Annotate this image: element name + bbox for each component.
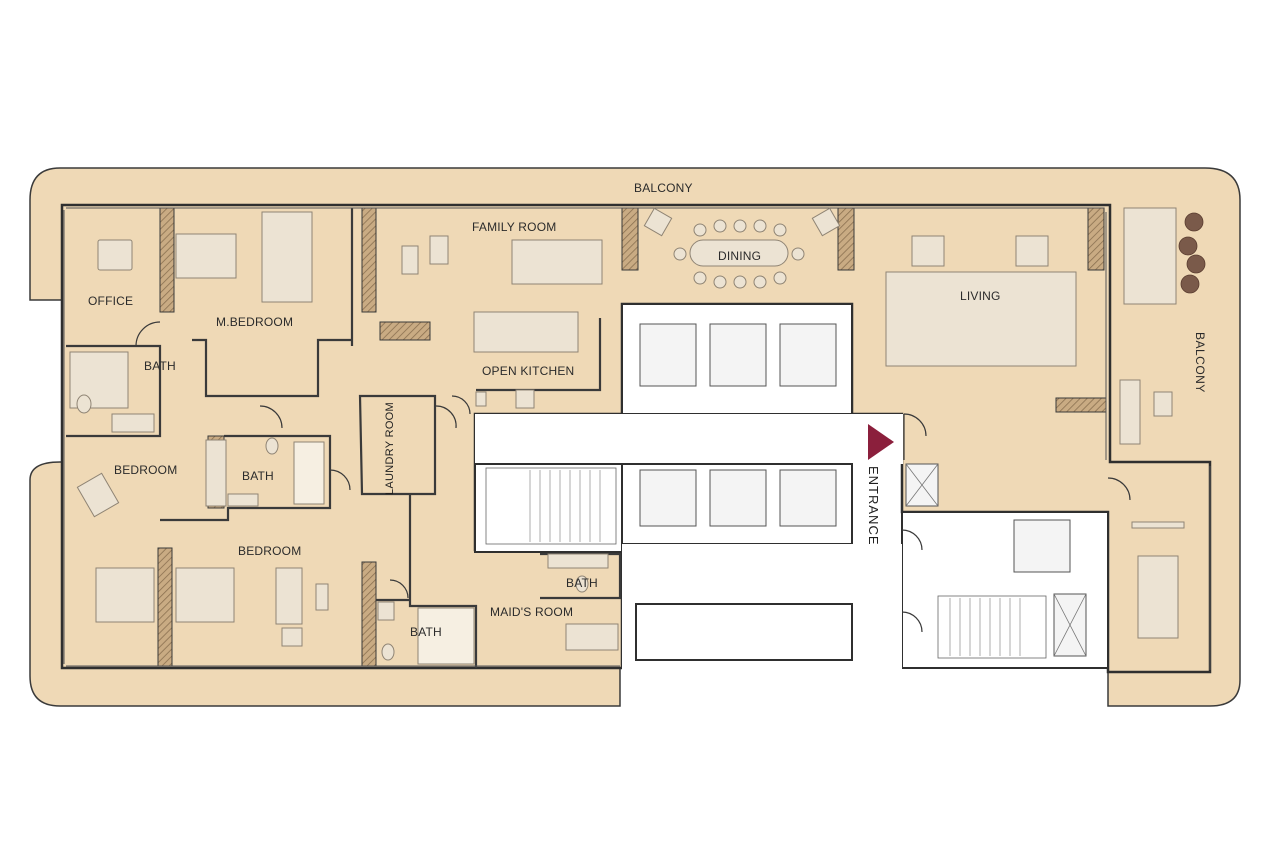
- dining-table-icon: [689, 239, 789, 267]
- furniture: [69, 207, 1185, 665]
- label-master-bedroom: M.BEDROOM: [216, 315, 294, 329]
- stair-icon: [485, 467, 1047, 659]
- toilet-icon: [381, 643, 395, 661]
- label-bedroom-left: BEDROOM: [114, 463, 178, 477]
- stove-icon: [515, 389, 535, 409]
- label-entrance: ENTRANCE: [866, 466, 881, 546]
- dining-chairs: [673, 219, 805, 289]
- toilet-icon: [76, 394, 92, 414]
- label-bath-bedroom: BATH: [242, 469, 274, 483]
- entrance-arrow-icon: [868, 424, 894, 460]
- label-maids-room: MAID'S ROOM: [490, 605, 574, 619]
- window-glazing: [63, 207, 1211, 670]
- sofa-icon: [885, 271, 1077, 367]
- bed-icon: [175, 567, 235, 623]
- toilet-icon: [575, 575, 589, 593]
- label-bath-master: BATH: [144, 359, 176, 373]
- sofa-icon: [275, 567, 303, 625]
- balcony-slab: [29, 167, 1241, 707]
- label-balcony-top: BALCONY: [634, 181, 693, 195]
- door-swings: [135, 321, 1131, 633]
- sofa-icon: [261, 211, 313, 303]
- label-family-room: FAMILY ROOM: [472, 220, 557, 234]
- shaft-outline: [635, 603, 853, 661]
- sink-icon: [475, 391, 487, 407]
- label-bath-maid: BATH: [566, 576, 598, 590]
- label-living: LIVING: [960, 289, 1001, 303]
- label-bath-lower: BATH: [410, 625, 442, 639]
- corridor: [475, 414, 903, 464]
- sink-icon: [227, 493, 259, 507]
- label-open-kitchen: OPEN KITCHEN: [482, 364, 575, 378]
- sofa-icon: [511, 239, 603, 285]
- bed-icon: [95, 567, 155, 623]
- office-desk-icon: [97, 239, 133, 271]
- bed-icon: [175, 233, 237, 279]
- label-laundry-room: LAUNDRY ROOM: [384, 402, 396, 496]
- sink-icon: [111, 413, 155, 433]
- core-bottom: [622, 544, 902, 704]
- sink-icon: [377, 601, 395, 621]
- sink-icon: [547, 553, 609, 569]
- chair-icon: [76, 472, 120, 518]
- label-balcony-right: BALCONY: [1193, 332, 1207, 393]
- kitchen-island: [473, 311, 579, 353]
- label-bedroom-lower: BEDROOM: [238, 544, 302, 558]
- label-dining: DINING: [718, 249, 762, 263]
- tree-icon: [1178, 212, 1206, 294]
- label-office: OFFICE: [88, 294, 134, 308]
- toilet-icon: [265, 437, 279, 455]
